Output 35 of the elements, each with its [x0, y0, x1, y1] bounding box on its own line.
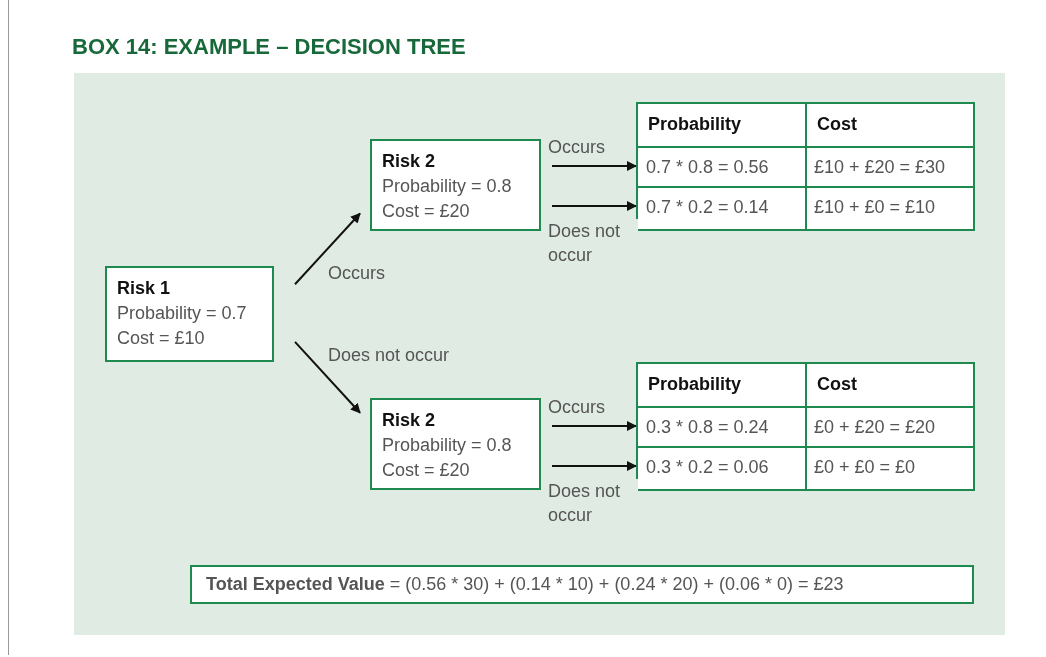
risk-box: [105, 266, 274, 362]
risk-detail: Probability = 0.8: [382, 434, 513, 457]
table-cell-text: 0.7 * 0.2 = 0.14: [645, 196, 769, 219]
table-header-cell-text: Cost: [816, 113, 857, 136]
risk-detail: Probability = 0.7: [117, 302, 248, 325]
table-header-cell-text: Probability: [647, 113, 741, 136]
arrow: [551, 461, 637, 471]
probability-table: [636, 102, 975, 231]
table-cell-text: 0.3 * 0.2 = 0.06: [645, 456, 769, 479]
table-cell-text: 0.3 * 0.8 = 0.24: [645, 416, 769, 439]
risk-heading: Risk 2: [382, 409, 437, 432]
table-cell-text: 0.7 * 0.8 = 0.56: [645, 156, 769, 179]
risk-heading: Risk 2: [382, 150, 437, 173]
risk-detail: Cost = £20: [382, 459, 471, 482]
title: BOX 14: EXAMPLE – DECISION TREE: [72, 34, 466, 60]
arrow: [551, 201, 637, 211]
table-cell-text: £10 + £0 = £10: [813, 196, 936, 219]
total-formula: Total Expected Value = (0.56 * 30) + (0.14 * 10) + (0.24 * 20) + (0.06 * 0) = £23: [206, 574, 844, 594]
table-header-cell-text: Cost: [816, 373, 857, 396]
risk-box: [370, 398, 541, 490]
table-cell-text: £10 + £20 = £30: [813, 156, 946, 179]
risk-detail: Probability = 0.8: [382, 175, 513, 198]
risk-detail: Cost = £10: [117, 327, 206, 350]
table-header-cell-text: Probability: [647, 373, 741, 396]
risk-box: [370, 139, 541, 231]
arrow: [551, 161, 637, 171]
total-box: [190, 565, 974, 604]
table-cell-text: £0 + £20 = £20: [813, 416, 936, 439]
risk-detail: Cost = £20: [382, 200, 471, 223]
table-cell-text: £0 + £0 = £0: [813, 456, 916, 479]
probability-table: [636, 362, 975, 491]
arrow: [294, 212, 361, 286]
arrow: [551, 421, 637, 431]
risk-heading: Risk 1: [117, 277, 172, 300]
arrow: [294, 340, 361, 414]
